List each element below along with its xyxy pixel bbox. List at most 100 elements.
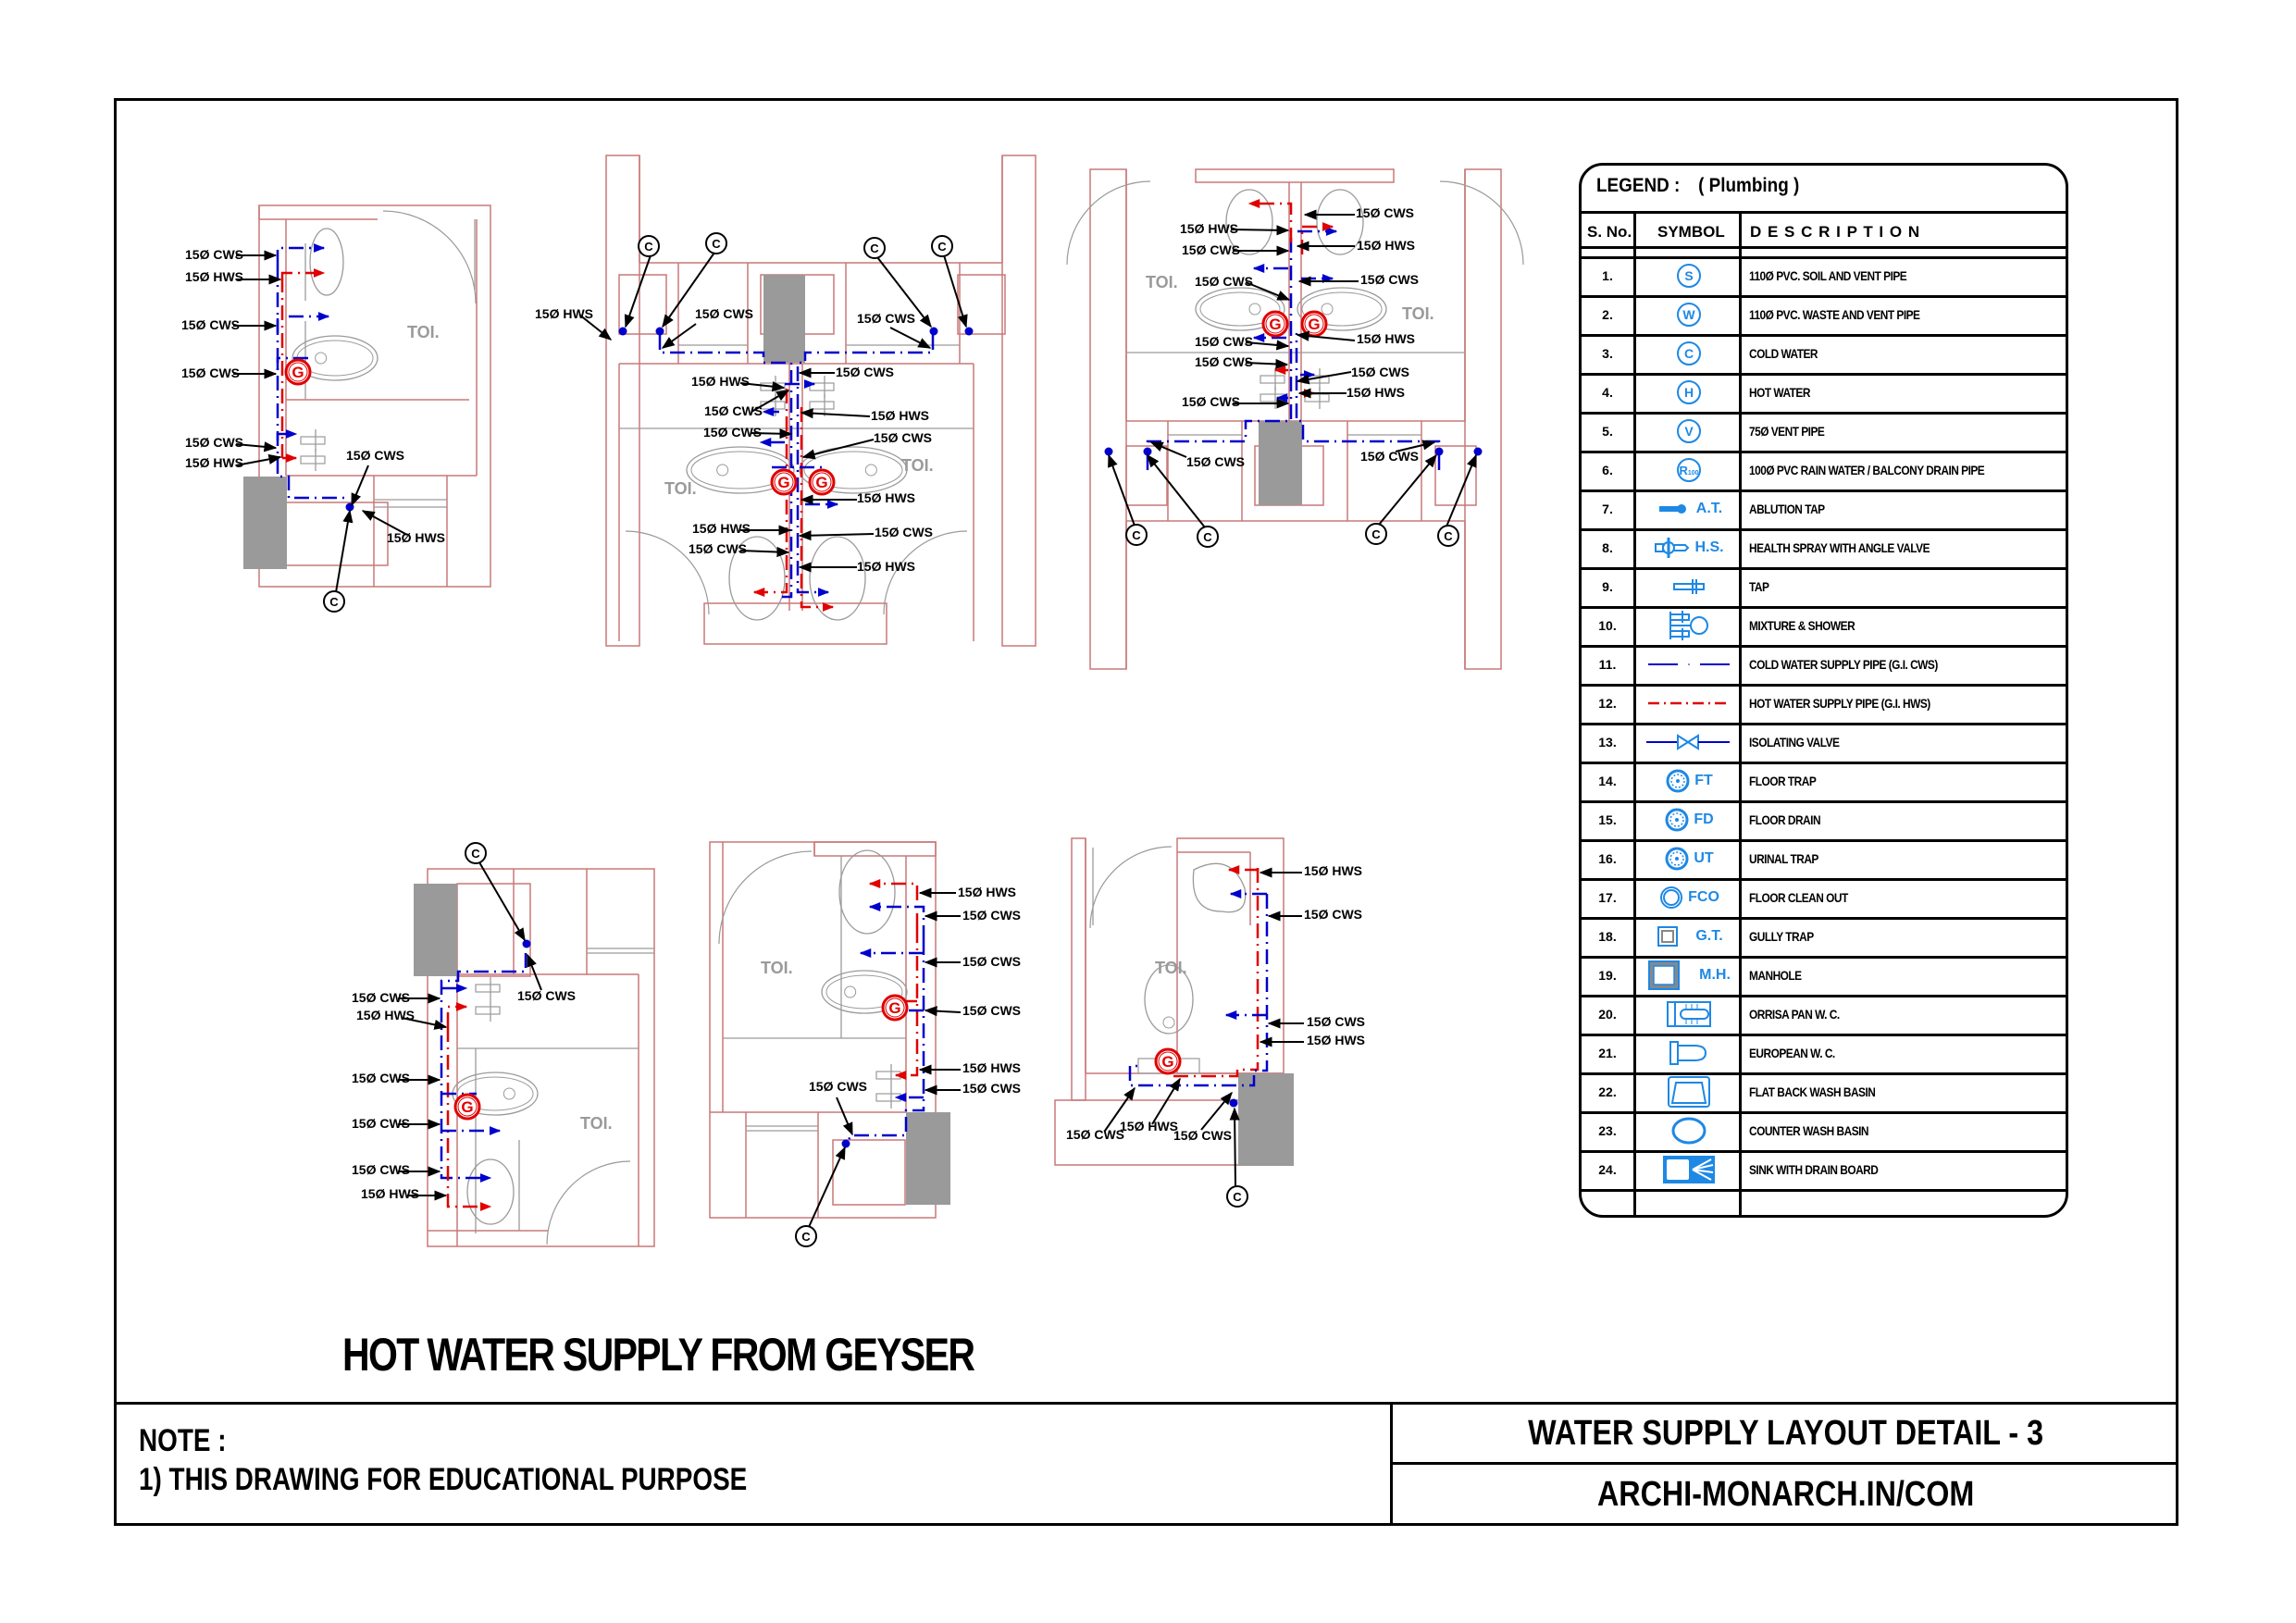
tap-icon [300,436,326,445]
cold-water-marker: C [329,595,339,609]
circle-letter-icon: V [1636,412,1742,451]
pipe-label: 15Ø CWS [1173,1128,1232,1143]
riser-point [1434,447,1444,456]
wc-bowl-inner [1301,291,1383,327]
legend-divider [1582,334,2066,337]
ablution-tap-icon: A.T. [1636,489,1742,528]
tap-icon [875,1093,901,1102]
hot-water-pipe [1247,199,1293,242]
geyser-icon [885,997,905,1018]
website: ARCHI-MONARCH.IN/COM [1393,1465,2178,1524]
counter-basin-icon [1636,1111,1742,1150]
room-label: TOI. [407,323,440,341]
wash-basin-icon [838,849,896,935]
leader-arrow [876,256,932,328]
legend-row-number: 5. [1602,424,1613,439]
wash-basin-icon [466,1158,515,1225]
pipe-label: 15Ø CWS [703,425,762,440]
legend-row-number: 24. [1598,1162,1617,1177]
hot-pipe-icon [1636,684,1742,723]
pipe-shaft [906,1112,950,1205]
room-label: TOI. [1155,959,1187,977]
pipe-label: 15Ø CWS [352,1116,410,1131]
geyser-icon [881,994,909,1022]
leader-arrow [836,1096,853,1136]
legend-row-number: 7. [1602,502,1613,516]
legend-description-text: HOT WATER [1749,385,1810,400]
legend-divider [1582,606,2066,609]
leader-arrow [361,510,408,536]
wc-bowl [821,970,908,1014]
wc-bowl [686,446,795,494]
cold-water-marker: C [1371,527,1381,541]
cold-water-pipe [440,953,527,1183]
room-label: TOI. [580,1114,613,1133]
wc-outlet [844,985,857,998]
wc-bowl-inner [456,1076,534,1111]
legend-divider [1582,1150,2066,1153]
legend-row: 7. A.T.ABLUTION TAP [1582,489,2066,528]
legend-row-description: FLOOR DRAIN [1749,800,1833,839]
legend-divider [1582,373,2066,376]
cold-water-marker: C [712,237,721,251]
leader-arrow [739,381,786,392]
pipe-label: 15Ø CWS [962,908,1021,923]
pipe-label: 15Ø CWS [689,541,747,556]
drawing-title: WATER SUPPLY LAYOUT DETAIL - 3 [1393,1405,2178,1462]
legend-row: 9.TAP [1582,567,2066,606]
pipe-label: 15Ø CWS [1351,365,1409,379]
riser-point [522,939,531,948]
leader-arrow [578,314,613,341]
pipe-shaft [1259,421,1302,505]
riser-point [1143,447,1152,456]
leader-arrow [1230,225,1290,236]
pipe-label: 15Ø CWS [352,1162,410,1177]
legend-divider [1582,211,2066,214]
cold-water-marker-icon [1226,1185,1248,1208]
pipe-label: 15Ø CWS [352,1071,410,1085]
cold-water-marker: C [1444,529,1453,543]
legend-col-divider [1739,211,1742,1215]
pipe-label: 15Ø CWS [1195,274,1253,289]
trap-icon: FD [1636,800,1742,839]
pipe-label: 15Ø CWS [1360,449,1419,464]
svg-text:R100: R100 [1679,464,1698,477]
legend-row-number: 3. [1602,346,1613,361]
legend-subtitle: ( Plumbing ) [1698,175,1800,196]
hot-water-pipe [446,1002,468,1027]
wash-basin-icon [309,228,344,296]
circle-letter-icon: H [1636,373,1742,412]
pipe-label: 15Ø HWS [691,374,750,389]
legend-row-description: COLD WATER SUPPLY PIPE (G.I. CWS) [1749,645,1971,684]
geyser-icon [1265,314,1285,334]
legend-divider [1582,1034,2066,1036]
pipe-label: 15Ø CWS [346,448,404,463]
legend-row-number: 4. [1602,385,1613,400]
wc-bowl [1297,287,1387,331]
cold-water-marker-icon [705,232,727,254]
website-text: ARCHI-MONARCH.IN/COM [1596,1474,1975,1514]
geyser-mark: G [1308,316,1320,333]
cold-water-marker-icon [1197,526,1219,548]
cold-water-marker-icon [1125,524,1148,546]
legend-divider [1582,839,2066,842]
legend-divider [1582,723,2066,725]
legend-row-description: HEALTH SPRAY WITH ANGLE VALVE [1749,528,1961,567]
legend-description-text: GULLY TRAP [1749,929,1814,944]
legend-divider [1582,1189,2066,1192]
pipe-label: 15Ø CWS [1182,242,1240,257]
leader-arrow [351,465,369,507]
wall [813,841,937,857]
pipe-label: 15Ø CWS [1066,1127,1124,1142]
geyser-icon [808,468,836,496]
legend-row-description: 110Ø PVC. WASTE AND VENT PIPE [1749,295,1950,334]
legend-row-description: ABLUTION TAP [1749,489,1838,528]
hot-water-pipe [894,928,919,1080]
pipe-label: 15Ø CWS [1195,354,1253,369]
pipe-label: 15Ø CWS [874,430,932,445]
door-swing [1089,846,1173,929]
legend-row-description: GULLY TRAP [1749,917,1825,956]
geyser-mark: G [461,1098,473,1116]
